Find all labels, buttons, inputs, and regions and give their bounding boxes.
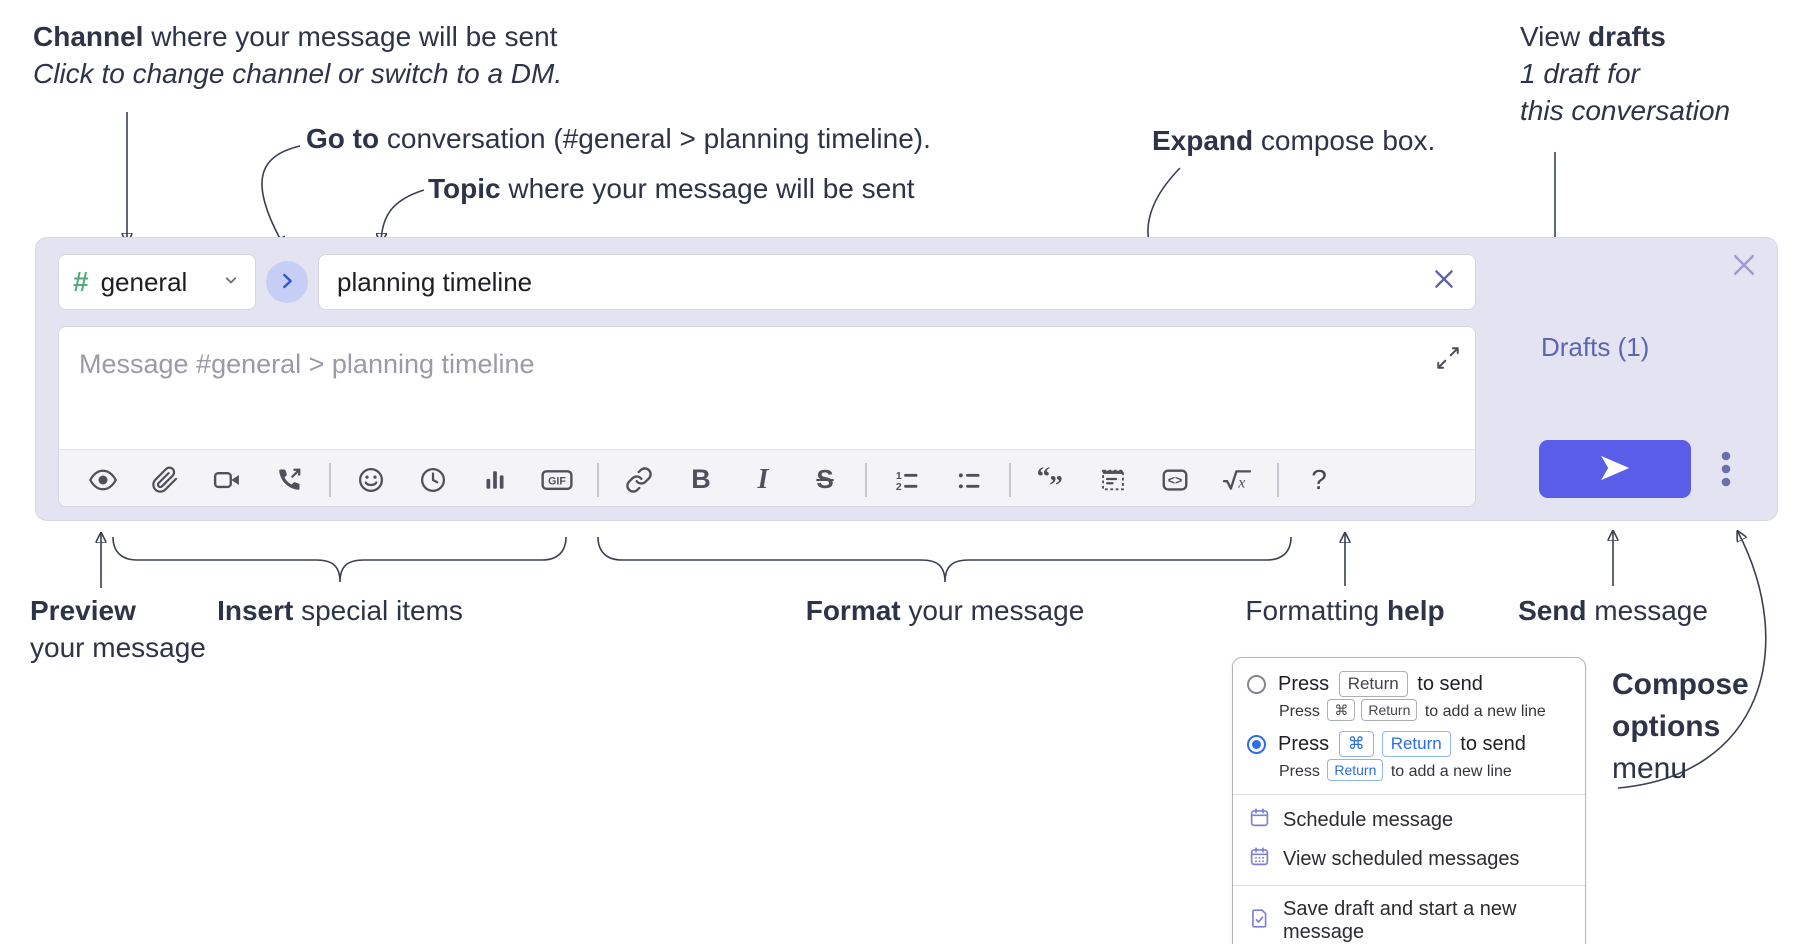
channel-name: general xyxy=(100,266,188,297)
close-compose-button[interactable] xyxy=(1728,250,1760,282)
annotation-view-drafts-line1: View drafts xyxy=(1520,21,1666,52)
annotation-preview: Preview your message xyxy=(30,592,206,666)
annotation-preview-line2: your message xyxy=(30,632,206,663)
compose-box: # general planning timeline Message # xyxy=(35,237,1778,521)
menu-item-label: Schedule message xyxy=(1283,809,1454,831)
go-to-conversation-button[interactable] xyxy=(266,261,308,303)
brace-insert-items xyxy=(112,536,567,583)
ol-num1: 1 xyxy=(896,469,902,481)
code-icon[interactable]: <> xyxy=(1147,456,1203,504)
radio-unselected-icon[interactable] xyxy=(1247,674,1266,694)
menu-item-view-scheduled-messages[interactable]: View scheduled messages xyxy=(1233,840,1585,879)
message-placeholder: Message #general > planning timeline xyxy=(79,349,535,379)
option-return-to-send-subtext: Press ⌘Return to add a new line xyxy=(1233,699,1585,728)
annotation-view-drafts-line3: this conversation xyxy=(1520,95,1731,126)
message-textarea[interactable]: Message #general > planning timeline xyxy=(59,327,1475,449)
brace-format-message xyxy=(597,536,1292,583)
annotation-channel: Channel where your message will be sent … xyxy=(33,18,562,92)
popup-divider xyxy=(1233,885,1585,886)
gif-icon[interactable]: GIF xyxy=(529,456,585,504)
annotation-send: Send message xyxy=(1518,595,1708,626)
menu-item-label: Save draft and start a new message xyxy=(1283,898,1517,943)
annotation-channel-line1: Channel where your message will be sent xyxy=(33,21,558,52)
annotation-compose-options-line3: menu xyxy=(1612,752,1688,785)
channel-hash-icon: # xyxy=(73,266,89,297)
attach-file-icon[interactable] xyxy=(137,456,193,504)
math-icon[interactable]: x xyxy=(1209,456,1265,504)
connector-goto xyxy=(261,145,301,246)
option-cmd-return-to-send-subtext: Press Return to add a new line xyxy=(1233,759,1585,788)
ol-num2: 2 xyxy=(896,480,902,492)
chevron-right-icon xyxy=(276,270,298,295)
annotation-goto: Go to conversation (#general > planning … xyxy=(306,123,931,154)
annotation-topic: Topic where your message will be sent xyxy=(428,173,915,204)
math-x-glyph: x xyxy=(1237,474,1245,491)
annotation-compose-options-line2: options xyxy=(1612,710,1721,743)
option-return-to-send-label: Press Return to send xyxy=(1278,671,1483,697)
annotation-expand: Expand compose box. xyxy=(1152,125,1436,156)
clear-topic-icon[interactable] xyxy=(1431,266,1457,299)
message-formatting-help-icon[interactable]: ? xyxy=(1291,456,1347,504)
code-label: <> xyxy=(1168,473,1183,487)
draft-document-icon xyxy=(1249,908,1270,935)
annotation-view-drafts-line2: 1 draft for xyxy=(1520,58,1640,89)
option-return-to-send[interactable]: Press Return to send xyxy=(1233,668,1585,699)
gif-label: GIF xyxy=(548,475,566,487)
voice-call-icon[interactable] xyxy=(261,456,317,504)
toolbar-divider xyxy=(329,462,331,497)
quote-icon[interactable]: “” xyxy=(1023,456,1079,504)
poll-icon[interactable] xyxy=(467,456,523,504)
quote-close-glyph: ” xyxy=(1049,468,1063,494)
annotation-compose-options-line1: Compose xyxy=(1612,668,1749,701)
channel-selector[interactable]: # general xyxy=(58,254,256,310)
annotation-view-drafts: View drafts 1 draft for this conversatio… xyxy=(1520,18,1730,129)
link-icon[interactable] xyxy=(611,456,667,504)
annotation-channel-line2: Click to change channel or switch to a D… xyxy=(33,58,563,89)
calendar-icon xyxy=(1249,807,1270,834)
menu-item-label: View scheduled messages xyxy=(1283,848,1520,870)
message-area: Message #general > planning timeline xyxy=(58,326,1476,507)
vertical-ellipsis-icon xyxy=(1721,451,1731,490)
annotation-insert: Insert special items xyxy=(217,595,463,626)
emoji-icon[interactable] xyxy=(343,456,399,504)
radio-selected-icon[interactable] xyxy=(1247,734,1266,754)
send-icon xyxy=(1598,451,1632,488)
send-button[interactable] xyxy=(1539,440,1691,498)
preview-eye-icon[interactable] xyxy=(75,456,131,504)
annotation-preview-line1: Preview xyxy=(30,595,136,626)
popup-divider xyxy=(1233,794,1585,795)
annotation-compose-options: Compose options menu xyxy=(1612,664,1749,790)
strikethrough-icon[interactable]: S xyxy=(797,456,853,504)
compose-options-popup: Press Return to send Press ⌘Return to ad… xyxy=(1232,657,1586,944)
option-cmd-return-to-send-label: Press ⌘Return to send xyxy=(1278,731,1526,757)
topic-value: planning timeline xyxy=(337,266,533,297)
menu-item-schedule-message[interactable]: Schedule message xyxy=(1233,801,1585,840)
spoiler-icon[interactable] xyxy=(1085,456,1141,504)
menu-item-save-draft[interactable]: Save draft and start a new message xyxy=(1233,892,1585,944)
close-icon xyxy=(1729,255,1759,283)
topic-input[interactable]: planning timeline xyxy=(318,254,1476,310)
annotation-format: Format your message xyxy=(805,595,1085,626)
toolbar-divider xyxy=(1277,462,1279,497)
expand-icon xyxy=(1435,347,1461,374)
option-cmd-return-to-send[interactable]: Press ⌘Return to send xyxy=(1233,728,1585,759)
toolbar-divider xyxy=(597,462,599,497)
annotation-formatting-help: Formatting help xyxy=(1245,595,1445,626)
global-time-icon[interactable] xyxy=(405,456,461,504)
chevron-down-icon xyxy=(221,270,241,295)
italic-icon[interactable]: I xyxy=(735,456,791,504)
quote-open-glyph: “ xyxy=(1037,465,1051,492)
connector-topic xyxy=(381,189,425,242)
calendar-grid-icon xyxy=(1249,846,1270,873)
drafts-link[interactable]: Drafts (1) xyxy=(1541,332,1650,362)
video-call-icon[interactable] xyxy=(199,456,255,504)
expand-compose-button[interactable] xyxy=(1435,345,1461,371)
toolbar-divider xyxy=(1009,462,1011,497)
toolbar-divider xyxy=(865,462,867,497)
compose-options-menu-button[interactable] xyxy=(1706,444,1746,496)
bold-icon[interactable]: B xyxy=(673,456,729,504)
bulleted-list-icon[interactable] xyxy=(941,456,997,504)
